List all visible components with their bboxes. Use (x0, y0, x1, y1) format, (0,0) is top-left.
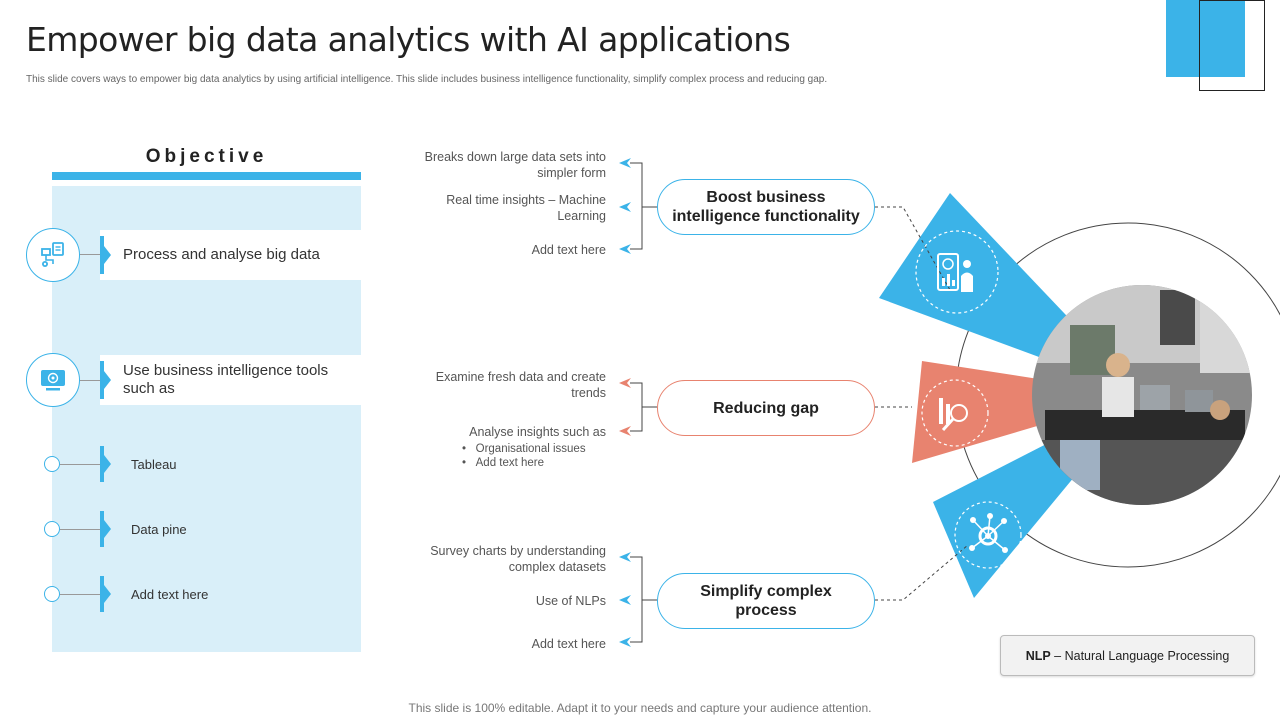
section-label: Boost business intelligence functionalit… (672, 189, 860, 225)
footer-note: This slide is 100% editable. Adapt it to… (408, 701, 872, 715)
connector-line (79, 380, 100, 381)
arrow-markers (619, 158, 631, 647)
corner-decoration-fill (1166, 0, 1245, 77)
objective-icon-circle (26, 353, 80, 407)
tool-dot (44, 456, 60, 472)
section-label: Reducing gap (713, 399, 819, 417)
section-pill-reducing-gap: Reducing gap (657, 380, 875, 436)
section-1-point-2: Real time insights – Machine Learning (446, 193, 606, 223)
bi-monitor-icon (41, 370, 65, 391)
section-2-point-2: Analyse insights such as (469, 425, 606, 439)
tool-label: Data pine (131, 521, 187, 537)
section-3-point-2: Use of NLPs (535, 594, 606, 608)
section-pill-boost-bi: Boost business intelligence functionalit… (657, 179, 875, 235)
section-3-point-1: Survey charts by understanding complex d… (430, 544, 606, 574)
page-subtitle: This slide covers ways to empower big da… (26, 74, 828, 85)
data-process-icon (41, 242, 64, 267)
section-1-point-3: Add text here (531, 243, 606, 257)
tool-item-data-pine: Data pine (100, 511, 361, 547)
network-gear-icon (954, 501, 1022, 569)
objective-heading: Objective (145, 146, 268, 167)
page-title: Empower big data analytics with AI appli… (26, 20, 791, 59)
tool-dot (44, 586, 60, 602)
section-2-bullet-1: • Organisational issues (462, 443, 586, 455)
connector-line (60, 529, 100, 530)
tool-label: Add text here (131, 586, 209, 602)
analytics-person-icon (915, 230, 999, 314)
nlp-abbreviation: NLP (1025, 648, 1051, 663)
tool-item-add-text: Add text here (100, 576, 361, 612)
chart-magnifier-icon (921, 379, 989, 447)
section-1-point-1: Breaks down large data sets into simpler… (424, 150, 606, 180)
section-2-point-1: Examine fresh data and create trends (435, 370, 606, 400)
section-connectors (875, 206, 969, 601)
section-label: Simplify complex process (700, 583, 832, 619)
objective-heading-bar (52, 172, 361, 180)
corner-decoration-frame (1199, 0, 1265, 91)
nlp-legend-box: NLP – Natural Language Processing (1000, 635, 1255, 676)
tool-dot (44, 521, 60, 537)
section-3-point-3: Add text here (531, 637, 606, 651)
objective-item-label: Use business intelligence tools such as (123, 362, 329, 397)
bracket-connectors (630, 162, 657, 643)
objective-icon-circle (26, 228, 80, 282)
nlp-definition: – Natural Language Processing (1050, 648, 1230, 663)
objective-item-label: Process and analyse big data (123, 246, 320, 263)
tool-label: Tableau (131, 456, 177, 472)
objective-item-2: Use business intelligence tools such as (100, 355, 361, 405)
tool-item-tableau: Tableau (100, 446, 361, 482)
connector-line (60, 464, 100, 465)
connector-line (79, 254, 100, 255)
objective-item-1: Process and analyse big data (100, 230, 361, 280)
connector-line (60, 594, 100, 595)
section-2-bullet-2: • Add text here (462, 457, 545, 469)
section-pill-simplify: Simplify complex process (657, 573, 875, 629)
